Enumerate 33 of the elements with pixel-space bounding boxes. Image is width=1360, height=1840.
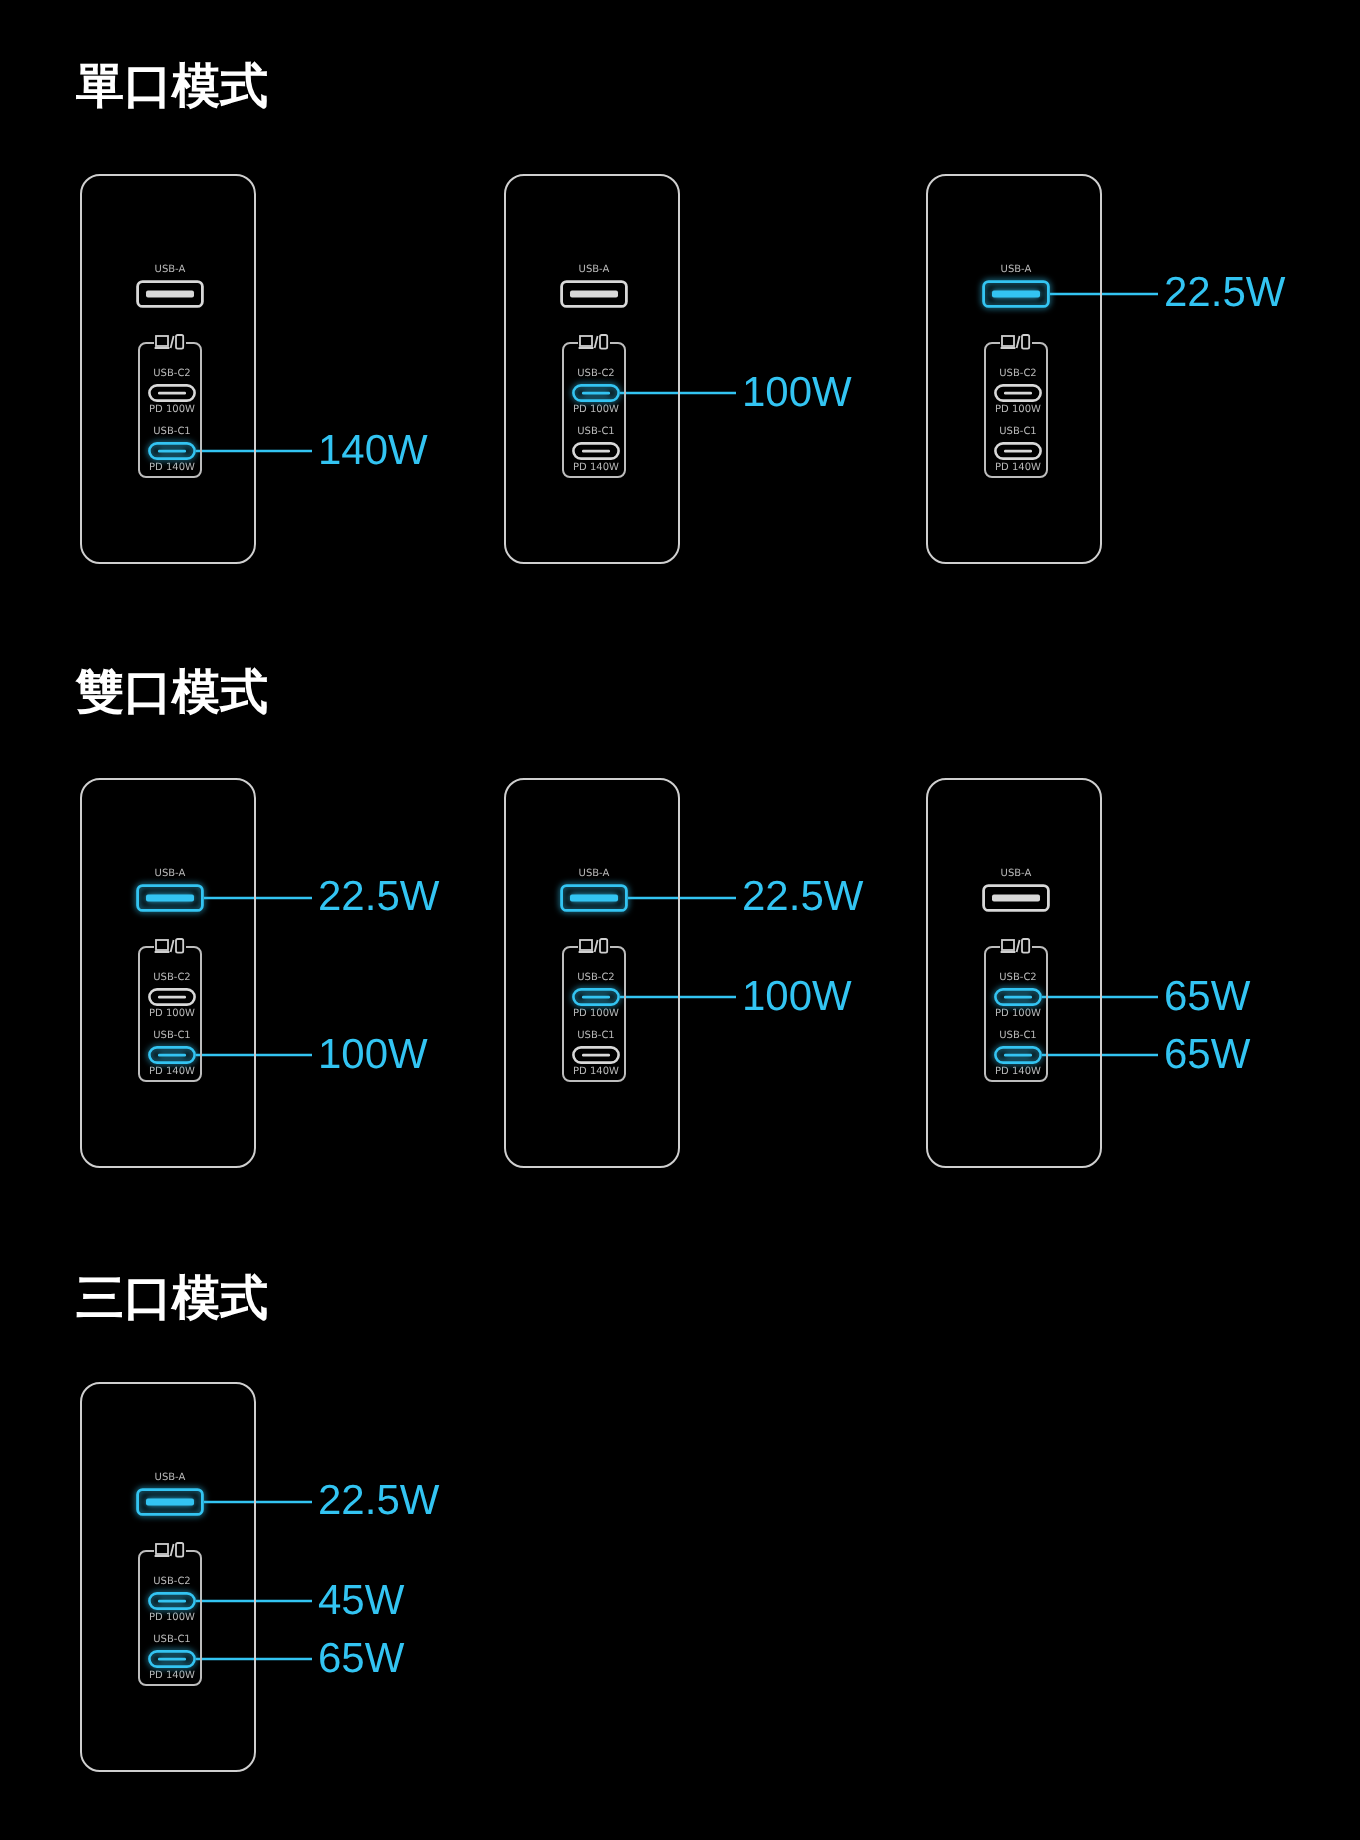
wattage-label: 65W xyxy=(1164,1031,1251,1079)
leader-line xyxy=(196,1657,312,1661)
leader-line xyxy=(620,391,736,395)
leader-line xyxy=(1042,995,1158,999)
wattage-label: 100W xyxy=(742,973,852,1021)
leader-line xyxy=(620,995,736,999)
leader-line xyxy=(204,1500,312,1504)
charger-body xyxy=(926,778,1102,1168)
leader-line xyxy=(628,896,736,900)
wattage-label: 100W xyxy=(742,369,852,417)
section-heading: 三口模式 xyxy=(76,1270,268,1326)
wattage-label: 65W xyxy=(318,1635,405,1683)
section-heading: 單口模式 xyxy=(76,58,268,114)
wattage-label: 22.5W xyxy=(318,1478,440,1526)
leader-line xyxy=(1042,1053,1158,1057)
wattage-label: 22.5W xyxy=(742,874,864,922)
leader-line xyxy=(196,449,312,453)
charger-body xyxy=(504,174,680,564)
charger-body xyxy=(504,778,680,1168)
wattage-label: 22.5W xyxy=(1164,270,1286,318)
wattage-label: 140W xyxy=(318,427,428,475)
leader-line xyxy=(204,896,312,900)
charger-body xyxy=(80,174,256,564)
wattage-label: 100W xyxy=(318,1031,428,1079)
section-heading: 雙口模式 xyxy=(76,664,268,720)
wattage-label: 22.5W xyxy=(318,874,440,922)
charger-body xyxy=(80,1382,256,1772)
leader-line xyxy=(1050,292,1158,296)
wattage-label: 45W xyxy=(318,1577,405,1625)
leader-line xyxy=(196,1053,312,1057)
charger-body xyxy=(926,174,1102,564)
charger-body xyxy=(80,778,256,1168)
wattage-label: 65W xyxy=(1164,973,1251,1021)
